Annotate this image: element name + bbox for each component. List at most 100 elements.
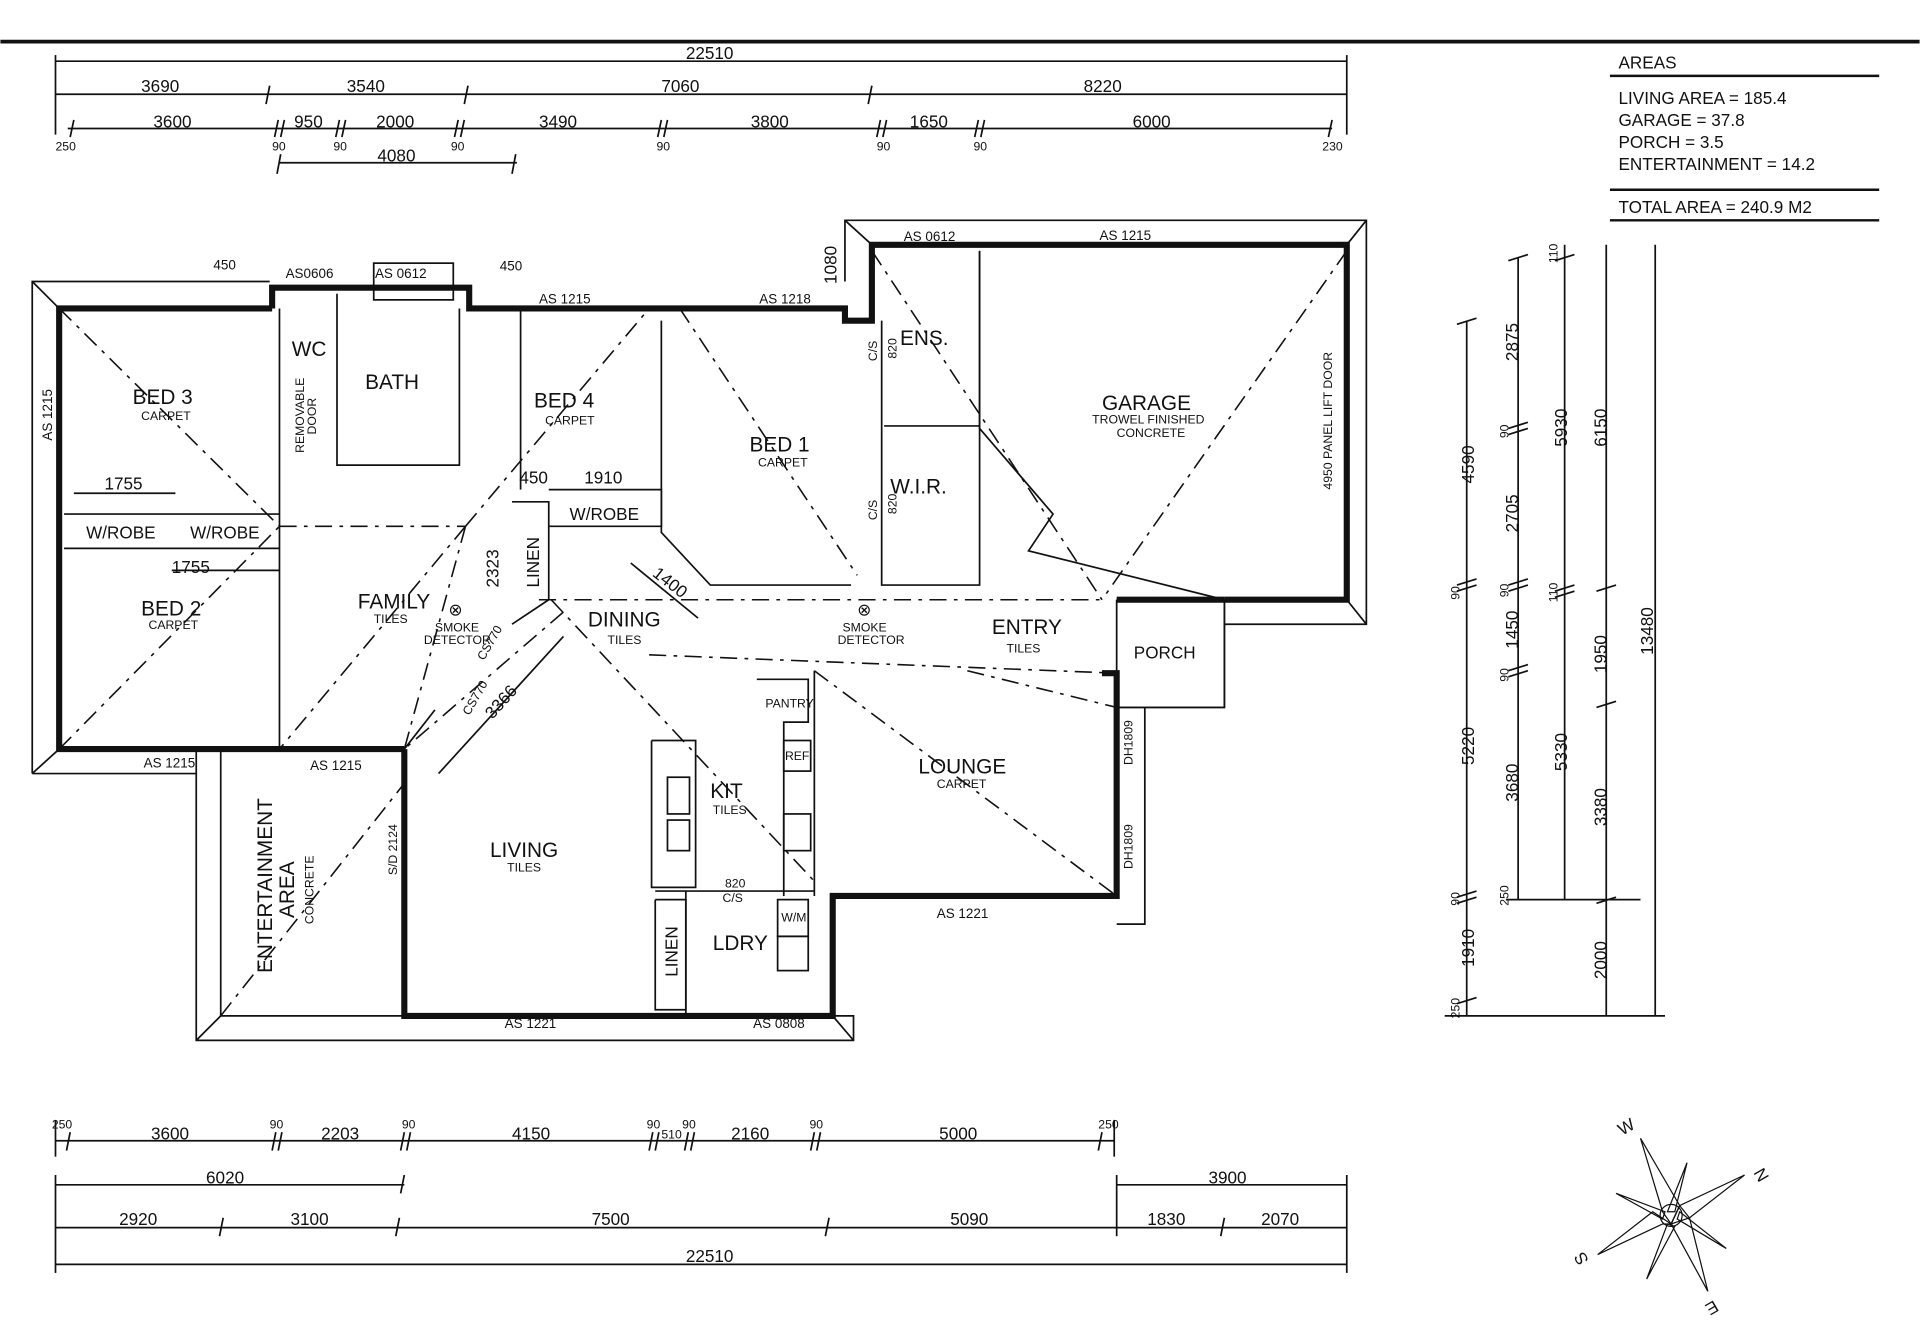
linen-label: LINEN [523, 537, 543, 587]
external-walls [56, 241, 1350, 1019]
dim-b1-0: 250 [52, 1117, 73, 1131]
dim-b1-12: 250 [1098, 1117, 1119, 1131]
eaves-outline [31, 219, 1368, 1042]
dim-top-small-4: 90 [656, 140, 670, 154]
living-label: LIVING [490, 839, 558, 862]
area-total: TOTAL AREA = 240.9 M2 [1618, 197, 1811, 217]
dim-top-small-7: 230 [1322, 140, 1343, 154]
internal-walls [64, 250, 1225, 1016]
dim-b1-11: 5000 [939, 1124, 977, 1144]
garage-finish-1: TROWEL FINISHED [1092, 412, 1204, 426]
smoke-label-3: SMOKE [842, 621, 886, 635]
dim-top-small-6: 90 [973, 140, 987, 154]
win-as1215-bed4: AS 1215 [539, 292, 591, 307]
dim-r1-1: 90 [1448, 586, 1462, 600]
bed1-finish: CARPET [758, 455, 808, 469]
garage-label: GARAGE [1102, 392, 1191, 415]
dim-b3-4: 1830 [1147, 1209, 1185, 1229]
wm-label: W/M [781, 911, 806, 925]
smoke-detector-icon-2: ⊗ [857, 600, 871, 620]
lounge-label: LOUNGE [918, 756, 1006, 779]
wrobe-bed4: W/ROBE [570, 504, 639, 524]
dim-1755-a: 1755 [104, 474, 142, 494]
dim-r2-5: 90 [1497, 668, 1511, 682]
dim-top-small-5: 90 [877, 140, 891, 154]
family-finish: TILES [374, 612, 408, 626]
bed1-label: BED 1 [749, 434, 809, 457]
dim-b1-4: 90 [402, 1117, 416, 1131]
win-450-a: 450 [213, 257, 235, 272]
dim-top-r3: 4080 [377, 146, 415, 166]
dh1809-b: DH1809 [1122, 824, 1136, 869]
right-dimensions: 4590 90 5220 90 1910 250 2875 90 2705 90… [1444, 243, 1666, 1019]
dim-r4-3: 2000 [1590, 941, 1610, 979]
family-label: FAMILY [358, 590, 431, 613]
cs-wir: C/S [866, 500, 880, 520]
top-dimensions: 22510 3690 3540 7060 8220 3600 950 2000 … [54, 43, 1348, 174]
bed3-label: BED 3 [133, 386, 193, 409]
dim-r3-3: 5330 [1551, 733, 1571, 771]
dim-b1-6: 90 [647, 1117, 661, 1131]
dim-r2-3: 90 [1497, 583, 1511, 597]
ent-label-1: ENTERTAINMENT [254, 798, 277, 973]
dim-top-small-3: 90 [451, 140, 465, 154]
dim-450: 450 [519, 467, 548, 487]
dim-b2-0: 6020 [206, 1168, 244, 1188]
dim-1910: 1910 [584, 467, 622, 487]
dim-top-r1-1: 3540 [347, 76, 385, 96]
smoke-detector-icon: ⊗ [448, 600, 462, 620]
dim-b1-9: 2160 [731, 1124, 769, 1144]
dim-top-r2-4: 3800 [751, 111, 789, 131]
removable-door-label-1: REMOVABLE [293, 378, 307, 453]
dim-top-r2-3: 3490 [539, 111, 577, 131]
dim-b1-2: 90 [270, 1117, 284, 1131]
win-as0612-ens: AS 0612 [904, 229, 956, 244]
dim-top-r2-0: 3600 [153, 111, 191, 131]
dim-r3-1: 5930 [1551, 409, 1571, 447]
dim-b1-1: 3600 [151, 1124, 189, 1144]
dim-top-r2-6: 6000 [1133, 111, 1171, 131]
dim-2323: 2323 [483, 549, 503, 587]
compass-n: N [1750, 1165, 1774, 1186]
linen-ldry-label: LINEN [661, 926, 681, 976]
dim-r1-2: 5220 [1458, 727, 1478, 765]
cs820-wir: 820 [885, 493, 899, 514]
dim-b3-2: 7500 [592, 1209, 630, 1229]
porch-label: PORCH [1134, 642, 1196, 662]
compass-e: E [1702, 1296, 1722, 1319]
smoke-label-2: DETECTOR [424, 633, 491, 647]
dim-r1-0: 4590 [1458, 445, 1478, 483]
dining-finish: TILES [607, 633, 641, 647]
cs820-ldry: 820 [725, 876, 746, 890]
room-labels: BED 3 CARPET BED 2 CARPET 1755 1755 W/RO… [73, 246, 1335, 977]
area-living: LIVING AREA = 185.4 [1618, 88, 1786, 108]
lounge-finish: CARPET [937, 777, 987, 791]
dim-r1-5: 250 [1448, 998, 1462, 1019]
cs-ens: C/S [866, 341, 880, 361]
win-450-b: 450 [500, 258, 522, 273]
win-as0612-bath: AS 0612 [375, 266, 427, 281]
removable-door-label-2: DOOR [305, 398, 319, 435]
area-garage: GARAGE = 37.8 [1618, 110, 1744, 130]
dim-top-small-1: 90 [272, 140, 286, 154]
dim-b3-1: 3100 [290, 1209, 328, 1229]
dim-r4-1: 1950 [1590, 635, 1610, 673]
dim-r2-2: 2705 [1502, 494, 1522, 532]
win-as1215-garage: AS 1215 [1100, 228, 1152, 243]
dim-b-overall: 22510 [686, 1246, 734, 1266]
wrobe-bed3: W/ROBE [86, 523, 155, 543]
dim-b1-3: 2203 [321, 1124, 359, 1144]
bed4-label: BED 4 [534, 390, 594, 413]
dim-b1-8: 90 [682, 1117, 696, 1131]
areas-title: AREAS [1618, 53, 1676, 73]
win-as1215-left: AS 1215 [40, 389, 55, 441]
bottom-dimensions: 250 3600 90 2203 90 4150 90 510 90 2160 … [52, 1117, 1348, 1273]
garage-finish-2: CONCRETE [1117, 426, 1186, 440]
compass-w: W [1614, 1113, 1639, 1139]
compass-rose: W N E S [1570, 1113, 1774, 1319]
dining-label: DINING [588, 609, 661, 632]
dim-r2-4: 1450 [1502, 611, 1522, 649]
dim-b1-7: 510 [661, 1127, 682, 1141]
dim-r2-7: 250 [1497, 885, 1511, 906]
